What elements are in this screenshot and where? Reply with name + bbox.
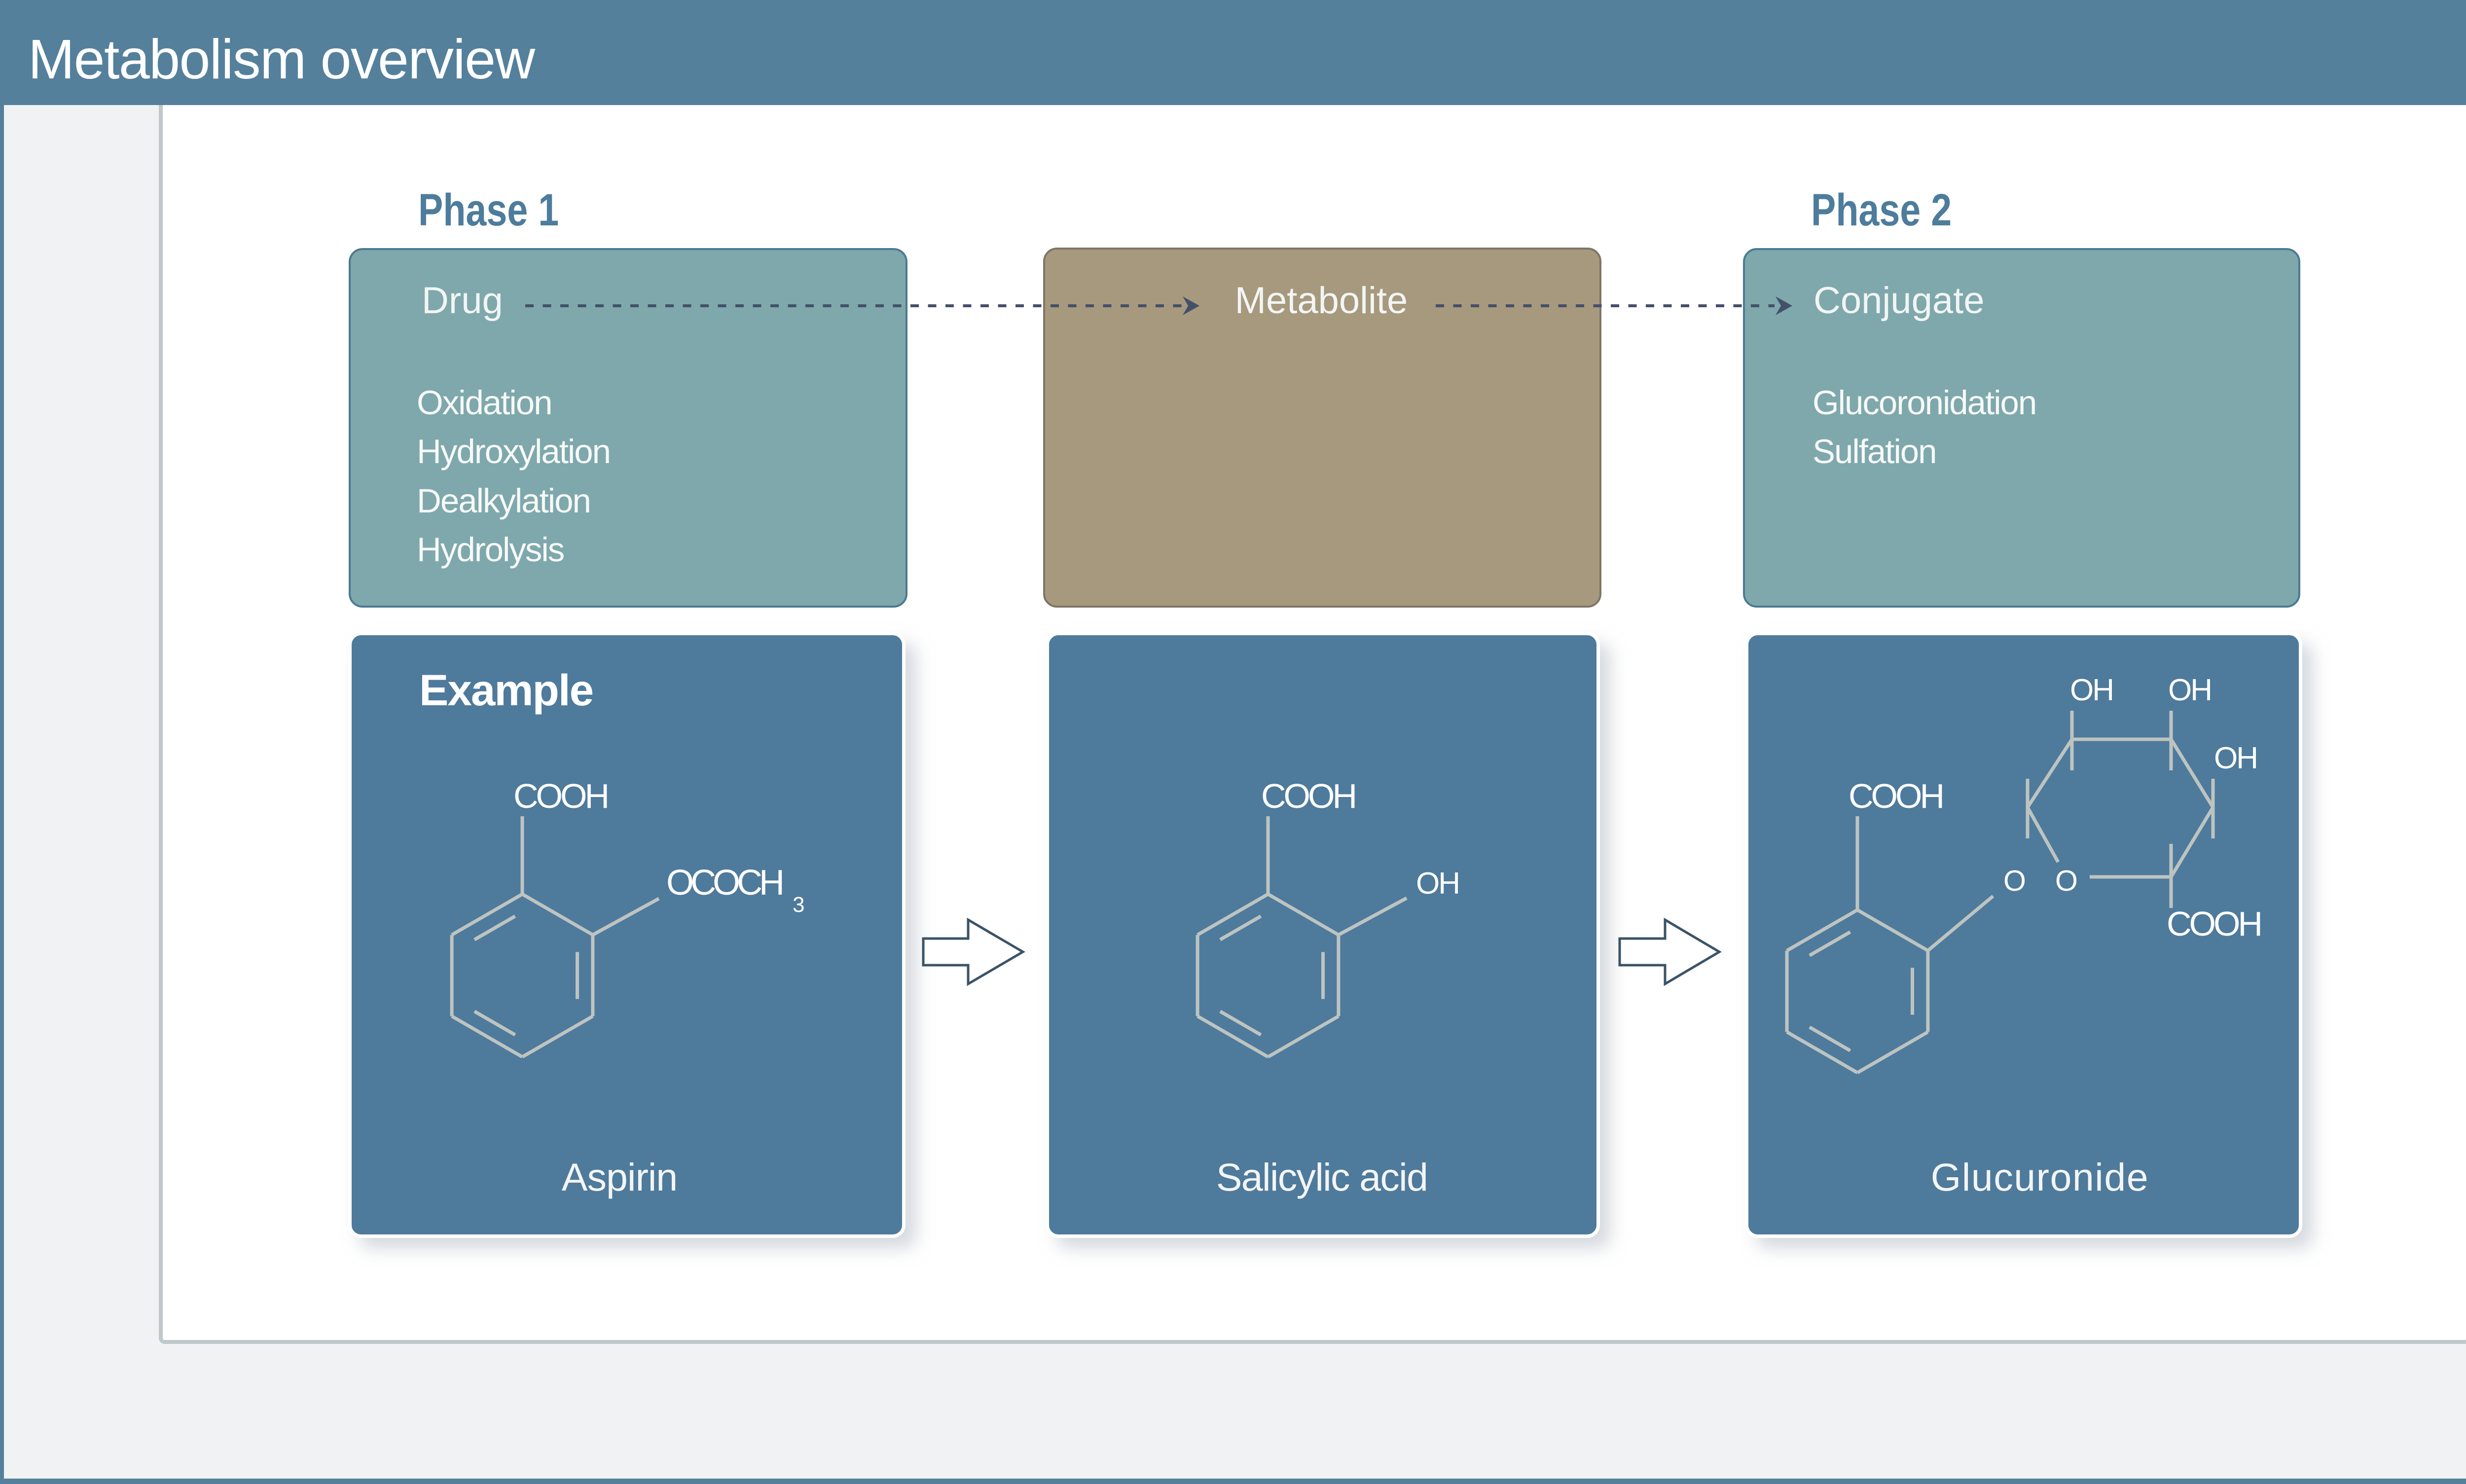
svg-text:COOH: COOH	[1261, 777, 1355, 815]
svg-text:COOH: COOH	[513, 777, 607, 815]
svg-text:OH: OH	[2214, 741, 2257, 775]
svg-text:OH: OH	[2070, 673, 2113, 707]
svg-text:OH: OH	[1416, 867, 1459, 901]
svg-text:O: O	[2055, 865, 2078, 897]
svg-text:COOH: COOH	[2167, 905, 2260, 943]
svg-text:OCOCH: OCOCH	[666, 863, 782, 903]
svg-text:O: O	[2003, 865, 2026, 897]
svg-text:COOH: COOH	[1849, 777, 1942, 815]
svg-text:OH: OH	[2168, 673, 2211, 707]
svg-text:3: 3	[793, 893, 804, 917]
